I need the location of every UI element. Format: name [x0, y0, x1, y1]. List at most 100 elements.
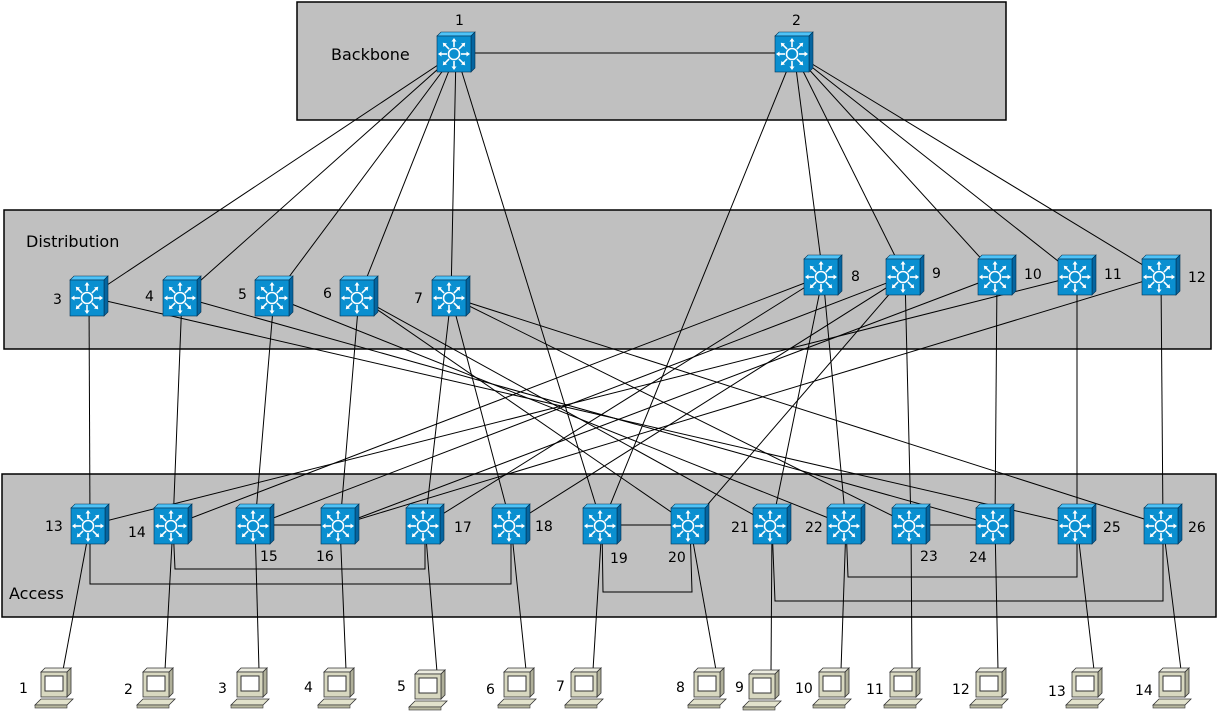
workstation-13-icon[interactable] [1065, 667, 1105, 709]
link-7-17 [424, 296, 452, 526]
switch-23-icon[interactable] [891, 503, 931, 545]
link-11-13 [89, 275, 1078, 526]
switch-label-1: 1 [455, 13, 464, 29]
host-label-6: 6 [486, 682, 495, 698]
host-link-3 [254, 524, 260, 671]
host-label-5: 5 [397, 679, 406, 695]
switch-20-icon[interactable] [670, 503, 710, 545]
link-2-11 [793, 52, 1078, 277]
link-14-17 [172, 524, 426, 570]
workstation-12-icon[interactable] [969, 667, 1009, 709]
link-9-15 [254, 275, 906, 526]
links-layer [62, 52, 1182, 673]
switch-15-icon[interactable] [235, 503, 275, 545]
switch-2-icon[interactable] [774, 31, 814, 73]
switch-label-7: 7 [414, 291, 423, 307]
switch-label-22: 22 [805, 520, 823, 536]
switch-label-6: 6 [323, 286, 332, 302]
host-label-8: 8 [676, 680, 685, 696]
workstation-2-icon[interactable] [136, 667, 176, 709]
switch-24-icon[interactable] [975, 503, 1015, 545]
switch-10-icon[interactable] [977, 254, 1017, 296]
switch-5-icon[interactable] [254, 275, 294, 317]
link-7-18 [450, 296, 512, 526]
workstation-4-icon[interactable] [317, 667, 357, 709]
switch-14-icon[interactable] [153, 503, 193, 545]
link-6-21 [358, 296, 773, 526]
switch-17-icon[interactable] [405, 503, 445, 545]
host-label-9: 9 [735, 680, 744, 696]
workstation-10-icon[interactable] [812, 667, 852, 709]
workstation-11-icon[interactable] [883, 667, 923, 709]
host-link-8 [689, 524, 717, 671]
switch-21-icon[interactable] [752, 503, 792, 545]
link-1-7 [450, 52, 457, 298]
host-link-12 [994, 524, 999, 671]
host-link-6 [510, 524, 527, 671]
workstation-8-icon[interactable] [687, 667, 727, 709]
switch-1-icon[interactable] [436, 31, 476, 73]
switch-12-icon[interactable] [1141, 254, 1181, 296]
switch-4-icon[interactable] [162, 275, 202, 317]
backbone-zone-label: Backbone [331, 45, 410, 64]
switch-label-24: 24 [969, 550, 987, 566]
switch-label-11: 11 [1104, 267, 1122, 283]
switch-label-18: 18 [535, 519, 553, 535]
switch-3-icon[interactable] [69, 275, 109, 317]
link-5-15 [254, 296, 275, 526]
access-zone [1, 473, 1217, 618]
switch-7-icon[interactable] [431, 275, 471, 317]
link-4-24 [181, 296, 996, 526]
host-label-3: 3 [218, 681, 227, 697]
host-label-14: 14 [1135, 683, 1153, 699]
host-label-4: 4 [304, 680, 313, 696]
switch-label-21: 21 [731, 520, 749, 536]
access-zone-label: Access [9, 584, 64, 603]
link-4-14 [172, 296, 183, 526]
switch-11-icon[interactable] [1057, 254, 1097, 296]
switch-label-2: 2 [792, 13, 801, 29]
switch-26-icon[interactable] [1143, 503, 1183, 545]
host-label-10: 10 [795, 681, 813, 697]
link-9-18 [510, 275, 906, 526]
link-2-19 [601, 52, 795, 526]
link-10-24 [994, 275, 998, 526]
link-2-8 [793, 52, 824, 277]
link-12-16 [339, 275, 1162, 526]
link-9-20 [689, 275, 906, 526]
workstation-6-icon[interactable] [497, 667, 537, 709]
host-label-13: 13 [1048, 684, 1066, 700]
switch-label-4: 4 [145, 289, 154, 305]
switch-16-icon[interactable] [320, 503, 360, 545]
switch-13-icon[interactable] [70, 503, 110, 545]
switch-label-16: 16 [316, 549, 334, 565]
host-link-13 [1076, 524, 1095, 671]
switch-label-13: 13 [45, 519, 63, 535]
link-13-18 [89, 525, 512, 585]
switch-8-icon[interactable] [803, 254, 843, 296]
workstation-3-icon[interactable] [230, 667, 270, 709]
workstation-9-icon[interactable] [742, 669, 782, 711]
link-19-20-loop [601, 524, 693, 593]
switch-label-19: 19 [610, 551, 628, 567]
switch-18-icon[interactable] [491, 503, 531, 545]
workstation-5-icon[interactable] [408, 669, 448, 711]
workstation-14-icon[interactable] [1152, 667, 1192, 709]
switch-22-icon[interactable] [826, 503, 866, 545]
link-8-14 [172, 275, 824, 526]
switch-6-icon[interactable] [339, 275, 379, 317]
switch-label-15: 15 [260, 549, 278, 565]
workstation-7-icon[interactable] [564, 667, 604, 709]
link-10-16 [339, 275, 998, 526]
link-1-6 [358, 52, 457, 298]
workstation-1-icon[interactable] [34, 667, 74, 709]
switch-label-17: 17 [454, 520, 472, 536]
switch-19-icon[interactable] [582, 503, 622, 545]
link-1-3 [88, 52, 457, 298]
switch-25-icon[interactable] [1057, 503, 1097, 545]
switch-9-icon[interactable] [885, 254, 925, 296]
link-5-22 [273, 296, 847, 526]
distribution-zone-label: Distribution [26, 232, 119, 251]
